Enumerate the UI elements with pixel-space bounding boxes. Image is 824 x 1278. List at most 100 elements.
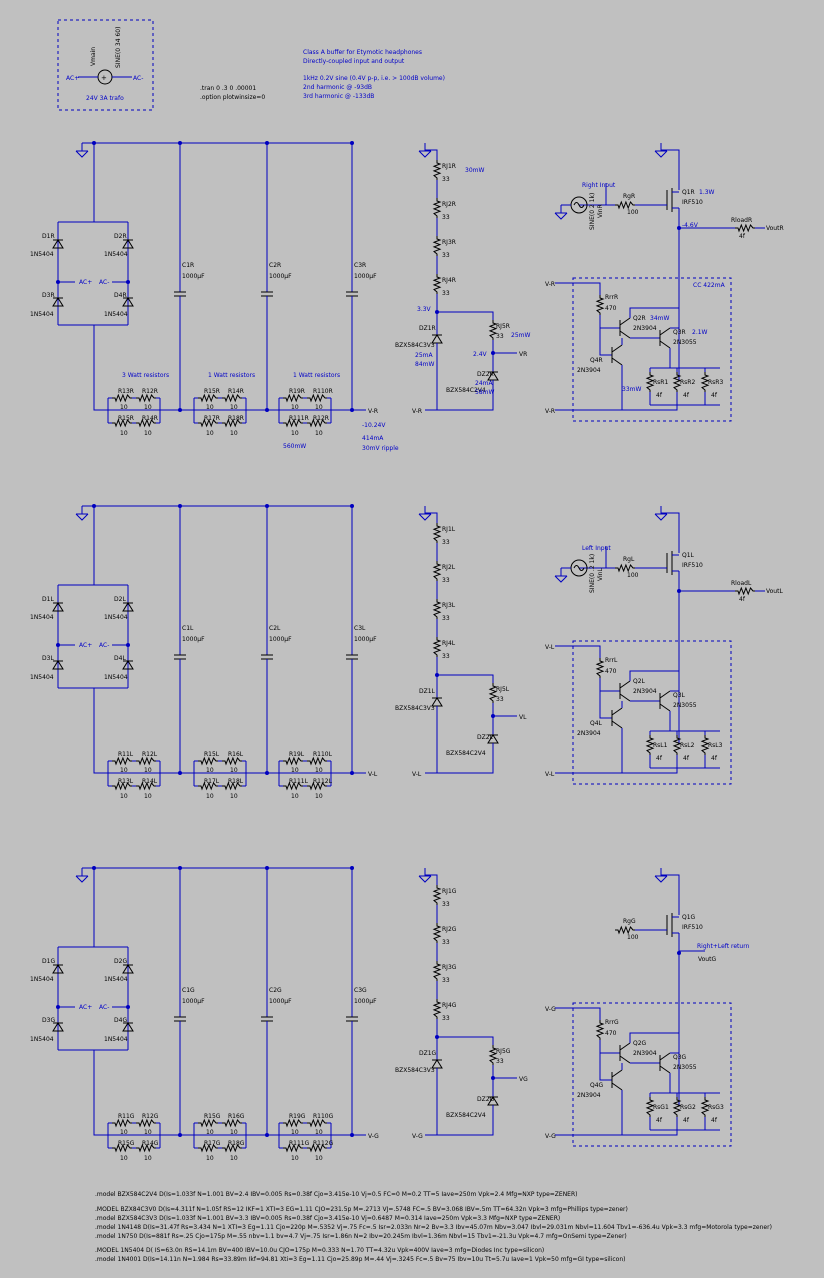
resistor-value: 10 xyxy=(144,767,152,774)
resistor-label: RJ3R xyxy=(442,239,456,246)
rs-note: 33mW xyxy=(622,386,641,393)
resistor-value: 33 xyxy=(442,977,450,984)
zener-note: 25mA xyxy=(415,352,433,359)
resistor-label: RrrL xyxy=(605,657,618,664)
diode-label: D2L xyxy=(114,596,126,603)
resistor-value: 33 xyxy=(442,939,450,946)
ground-icon xyxy=(554,205,568,220)
resistor-value: 10 xyxy=(144,1155,152,1162)
sense-resistor-label: RsR2 xyxy=(680,379,695,386)
supply-label: V-R xyxy=(545,281,555,288)
rail-label: V-L xyxy=(368,771,378,778)
diode-label: D4G xyxy=(114,1017,127,1024)
resistor-label: R17L xyxy=(204,778,220,785)
resistor-icon xyxy=(112,393,132,403)
npn-transistor-icon xyxy=(611,344,623,366)
resistor-icon xyxy=(198,1143,218,1153)
resistor-label: R14G xyxy=(142,1140,159,1147)
resistor-icon xyxy=(283,418,303,428)
resistor-value: 33 xyxy=(442,653,450,660)
diode-type: 1N5404 xyxy=(104,311,128,318)
load-resistor-label: RloadL xyxy=(731,580,752,587)
resistor-icon xyxy=(307,1143,327,1153)
model-line: .model BZX584C3V3 D(Is=1.033f N=1.001 BV… xyxy=(95,1215,560,1222)
rail-note: 560mW xyxy=(283,443,306,450)
resistor-label: R12G xyxy=(142,1113,159,1120)
sense-resistor-value: 4f xyxy=(711,392,718,399)
output-label: VoutR xyxy=(766,225,784,232)
zener-label: DZ1L xyxy=(419,688,436,695)
input-label: Right Input xyxy=(582,182,616,189)
junction-dot xyxy=(126,1005,130,1009)
q2-label: Q2G xyxy=(633,1040,647,1047)
resistor-value: 10 xyxy=(144,793,152,800)
q2-type: 2N3904 xyxy=(633,1050,657,1057)
resistor-label: R11G xyxy=(118,1113,135,1120)
junction-dot xyxy=(350,1133,354,1137)
capacitor-value: 1000µF xyxy=(182,998,205,1005)
junction-dot xyxy=(350,866,354,870)
model-line: .model BZX584C2V4 D(Is=1.033f N=1.001 BV… xyxy=(95,1191,578,1198)
resistor-label: R15L xyxy=(204,751,220,758)
resistor-icon xyxy=(112,756,132,766)
resistor-value: 33 xyxy=(442,1015,450,1022)
junction-dot xyxy=(265,1133,269,1137)
resistor-label: RJ2G xyxy=(442,926,457,933)
load-resistor-label: RloadR xyxy=(731,217,752,224)
title-line4: 2nd harmonic @ -93dB xyxy=(303,84,372,91)
junction-dot xyxy=(178,771,182,775)
sense-resistor-label: RsL2 xyxy=(680,742,695,749)
diode-icon xyxy=(122,660,134,670)
resistor-value: 10 xyxy=(291,404,299,411)
q3-label: Q3G xyxy=(673,1054,687,1061)
resistor-value: 33 xyxy=(442,290,450,297)
resistor-value: 10 xyxy=(291,793,299,800)
diode-label: D3G xyxy=(42,1017,55,1024)
resistor-label: R110L xyxy=(313,751,333,758)
junction-dot xyxy=(265,141,269,145)
resistor-icon xyxy=(432,236,442,256)
resistor-icon xyxy=(432,523,442,543)
resistor-icon xyxy=(432,274,442,294)
q3-type: 2N3055 xyxy=(673,702,697,709)
vr-label: VR xyxy=(519,351,527,358)
svg-text:+: + xyxy=(101,74,107,82)
resistor-icon xyxy=(432,160,442,180)
resistor-icon xyxy=(222,418,242,428)
sense-resistor-label: RsG2 xyxy=(680,1104,696,1111)
resistor-icon xyxy=(136,418,156,428)
resistor-label: R12L xyxy=(142,751,158,758)
resistor-label: R111G xyxy=(289,1140,310,1147)
resistor-label: R12R xyxy=(142,388,158,395)
resistor-value: 10 xyxy=(206,404,214,411)
zener-label: DZ1G xyxy=(419,1050,437,1057)
diode-icon xyxy=(122,297,134,307)
npn-transistor-icon xyxy=(659,690,671,712)
resistor-icon xyxy=(645,1097,655,1117)
q4-type: 2N3904 xyxy=(577,1092,601,1099)
resistor-icon xyxy=(136,1143,156,1153)
sense-resistor-value: 4f xyxy=(656,1117,663,1124)
junction-dot xyxy=(677,951,681,955)
capacitor-label: C3L xyxy=(354,625,366,632)
model-line: .model 1N4001 D(Is=14.11n N=1.984 Rs=33.… xyxy=(95,1256,625,1263)
resistor-icon xyxy=(700,735,710,755)
resistor-value: 10 xyxy=(315,1129,323,1136)
diode-label: D2G xyxy=(114,958,127,965)
ground-icon xyxy=(75,868,89,883)
diode-type: 1N5404 xyxy=(30,311,54,318)
resistor-note: 30mW xyxy=(465,167,484,174)
capacitor-label: C1R xyxy=(182,262,194,269)
resistor-icon xyxy=(112,1143,132,1153)
source-node-plus: AC+ xyxy=(66,75,79,82)
q2-note: 34mW xyxy=(650,315,669,322)
resistor-label: R14L xyxy=(142,778,158,785)
q2-label: Q2L xyxy=(633,678,646,685)
sense-resistor-label: RsR3 xyxy=(708,379,723,386)
resistor-value: 10 xyxy=(120,430,128,437)
capacitor-value: 1000µF xyxy=(354,273,377,280)
title-line5: 3rd harmonic @ -133dB xyxy=(303,93,374,100)
diode-type: 1N5404 xyxy=(30,976,54,983)
gate-resistor-label: RgL xyxy=(623,556,635,563)
resistor-icon xyxy=(735,223,755,233)
